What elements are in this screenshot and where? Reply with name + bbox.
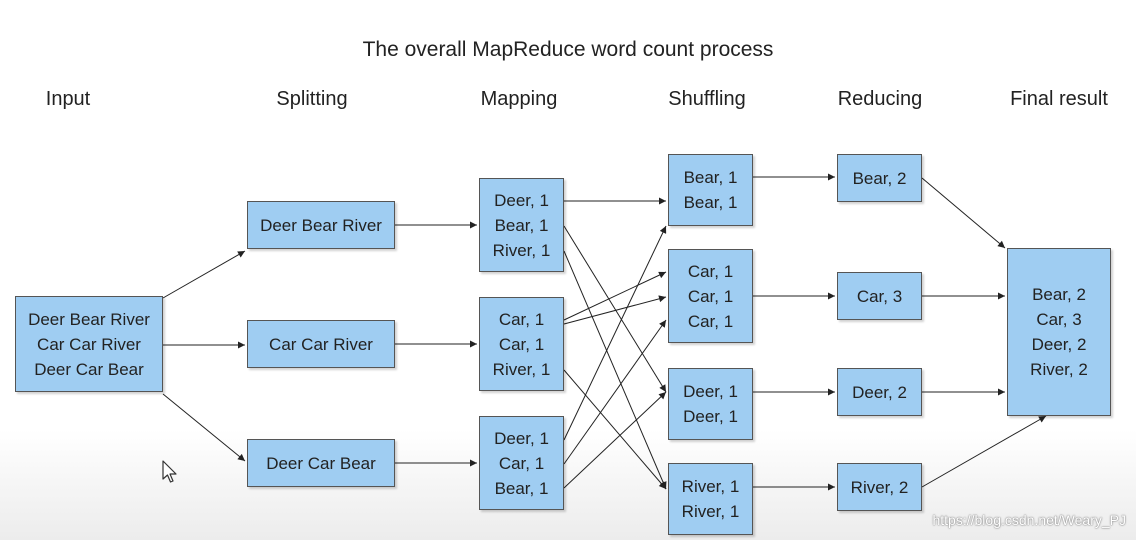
- stage-label-splitting: Splitting: [276, 88, 348, 110]
- shuffle-pair: River, 1: [681, 502, 740, 521]
- stage-label-final-result: Final result: [1010, 88, 1108, 110]
- final-pair: Bear, 2: [1032, 285, 1086, 304]
- final-pair: River, 2: [1030, 360, 1088, 379]
- shuffle-box: Car, 1 Car, 1 Car, 1: [668, 249, 753, 343]
- final-pair: Car, 3: [1036, 310, 1082, 329]
- map-box: Deer, 1 Bear, 1 River, 1: [479, 178, 564, 272]
- shuffle-pair: Bear, 1: [683, 193, 738, 212]
- reduce-box: Deer, 2: [837, 368, 922, 416]
- input-line: Car Car River: [37, 334, 141, 354]
- final-result-box: Bear, 2 Car, 3 Deer, 2 River, 2: [1007, 248, 1111, 416]
- reduce-pair: Car, 3: [856, 286, 903, 306]
- arrow-map3-deer: [563, 391, 667, 489]
- reduce-box: Car, 3: [837, 272, 922, 320]
- reduce-pair: Deer, 2: [852, 382, 907, 402]
- stage-label-mapping: Mapping: [480, 88, 558, 110]
- shuffle-pair: Deer, 1: [683, 407, 738, 426]
- shuffle-pair: Deer, 1: [683, 382, 738, 401]
- diagram-title: The overall MapReduce word count process: [362, 38, 774, 61]
- stage-label-reducing: Reducing: [837, 88, 923, 110]
- reduce-pair: Bear, 2: [852, 168, 907, 188]
- split-box: Car Car River: [247, 320, 395, 368]
- map-pair: Bear, 1: [494, 478, 549, 498]
- arrow-input-to-split-1: [162, 250, 246, 299]
- reduce-box: Bear, 2: [837, 154, 922, 202]
- arrow-map3-car: [563, 319, 667, 465]
- reduce-pair: River, 2: [850, 477, 909, 497]
- shuffle-pair: Car, 1: [687, 286, 734, 306]
- stage-label-input: Input: [45, 88, 91, 110]
- shuffle-pair: Car, 1: [687, 261, 734, 281]
- map-pair: River, 1: [492, 240, 551, 260]
- split-box: Deer Car Bear: [247, 439, 395, 487]
- mouse-cursor-icon: [162, 460, 177, 483]
- split-text: Car Car River: [269, 334, 373, 354]
- input-box: Deer Bear River Car Car River Deer Car B…: [15, 296, 163, 392]
- map-box: Car, 1 Car, 1 River, 1: [479, 297, 564, 391]
- input-line: Deer Car Bear: [34, 359, 144, 379]
- arrow-map2-car-a: [563, 271, 667, 321]
- shuffle-pair: River, 1: [681, 477, 740, 496]
- arrow-input-to-split-3: [162, 393, 246, 462]
- split-box: Deer Bear River: [247, 201, 395, 249]
- split-text: Deer Bear River: [260, 215, 382, 235]
- shuffle-box: Bear, 1 Bear, 1: [668, 154, 753, 226]
- map-pair: Deer, 1: [494, 190, 549, 210]
- arrow-reduce-to-final-1: [921, 177, 1006, 249]
- watermark: https://blog.csdn.net/Weary_PJ: [932, 512, 1126, 528]
- final-pair: Deer, 2: [1031, 335, 1087, 354]
- arrow-map3-bear: [563, 225, 667, 441]
- arrow-map2-car-b: [563, 295, 667, 325]
- shuffle-box: Deer, 1 Deer, 1: [668, 368, 753, 440]
- map-pair: Deer, 1: [494, 428, 549, 448]
- shuffle-pair: Car, 1: [687, 311, 734, 331]
- map-box: Deer, 1 Car, 1 Bear, 1: [479, 416, 564, 510]
- map-pair: River, 1: [492, 359, 551, 379]
- arrow-map2-river: [563, 369, 667, 490]
- input-line: Deer Bear River: [28, 309, 150, 329]
- split-text: Deer Car Bear: [266, 453, 376, 473]
- map-pair: Car, 1: [498, 309, 545, 329]
- shuffle-box: River, 1 River, 1: [668, 463, 753, 535]
- map-pair: Car, 1: [498, 334, 545, 354]
- shuffle-pair: Bear, 1: [683, 168, 738, 187]
- arrow-reduce-to-final-4: [921, 415, 1047, 488]
- reduce-box: River, 2: [837, 463, 922, 511]
- stage-label-shuffling: Shuffling: [668, 88, 746, 110]
- map-pair: Car, 1: [498, 453, 545, 473]
- map-pair: Bear, 1: [494, 215, 549, 235]
- arrow-map1-river: [563, 250, 667, 490]
- arrow-map1-bear: [563, 225, 667, 393]
